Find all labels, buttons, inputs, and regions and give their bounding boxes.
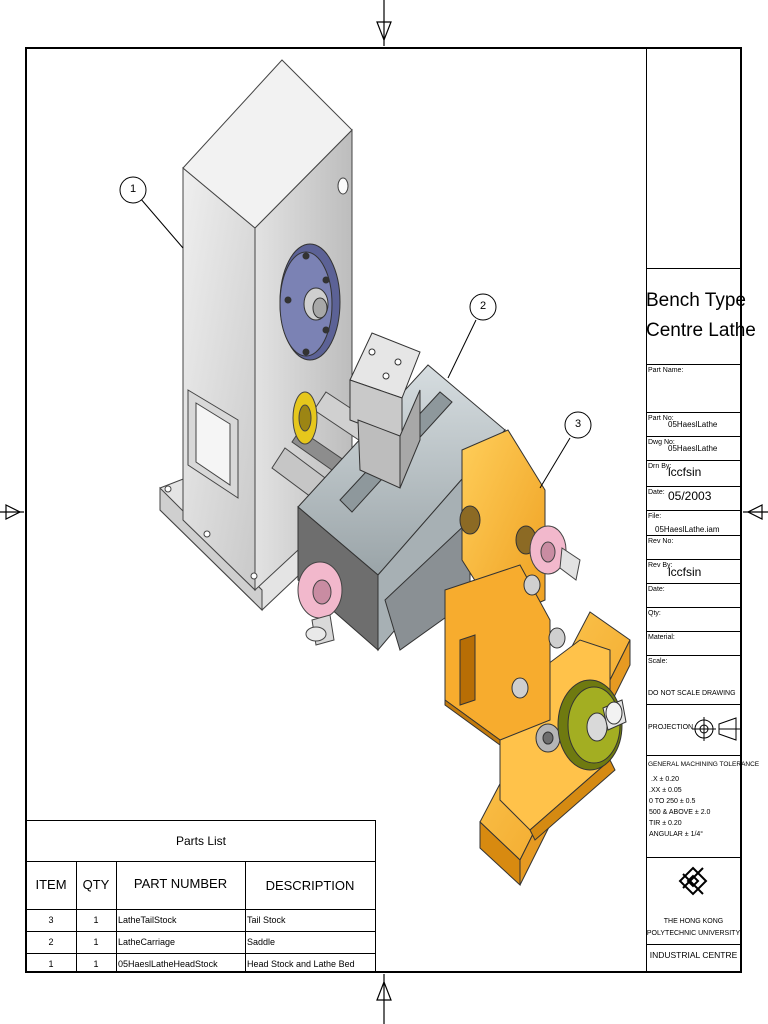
carriage-knob xyxy=(297,561,343,646)
balloon-2-number: 2 xyxy=(479,300,487,312)
row-part-number: 05HaeslLatheHeadStock xyxy=(118,959,218,969)
file-label: File: xyxy=(648,513,662,520)
row-item: 3 xyxy=(48,915,54,925)
tolerance-line: TIR ± 0.20 xyxy=(649,820,682,827)
balloon-3 xyxy=(539,411,592,489)
university-line2: POLYTECHNIC UNIVERSITY xyxy=(646,930,741,937)
rev-by-label: Rev By: xyxy=(648,562,673,569)
tolerance-line: .XX ± 0.05 xyxy=(649,787,682,794)
header-item: ITEM xyxy=(35,877,67,892)
row-description: Saddle xyxy=(247,937,276,947)
row-item: 2 xyxy=(48,937,54,947)
projection-label: PROJECTION xyxy=(648,724,694,731)
qty-label: Qty: xyxy=(648,610,661,617)
row-qty: 1 xyxy=(93,937,99,947)
rev-by-value: lccfsin xyxy=(668,565,702,579)
drn-by-label: Drn By: xyxy=(648,463,672,470)
row-item: 1 xyxy=(48,959,54,969)
balloon-1 xyxy=(119,176,184,249)
row-description: Head Stock and Lathe Bed xyxy=(247,959,355,969)
tolerance-line: 500 & ABOVE ± 2.0 xyxy=(649,809,711,816)
dwg-no-value: 05HaeslLathe xyxy=(668,444,718,453)
row-part-number: LatheTailStock xyxy=(118,915,177,925)
header-description: DESCRIPTION xyxy=(265,878,355,893)
date-value: 05/2003 xyxy=(668,489,712,503)
tailstock-bolts xyxy=(511,574,566,753)
part-name-label: Part Name: xyxy=(648,367,684,374)
university-line1: THE HONG KONG xyxy=(663,918,724,925)
faceplate xyxy=(279,243,341,361)
material-label: Material: xyxy=(648,634,675,641)
tolerance-line: ANGULAR ± 1/4° xyxy=(649,831,704,838)
row-part-number: LatheCarriage xyxy=(118,937,176,947)
industrial-centre: INDUSTRIAL CENTRE xyxy=(649,950,738,960)
date-label: Date: xyxy=(648,489,665,496)
centering-mark-right xyxy=(743,504,768,520)
drawing-frame xyxy=(25,47,742,973)
part-no-label: Part No: xyxy=(648,415,674,422)
balloon-1-number: 1 xyxy=(129,183,137,195)
tolerance-line: 0 TO 250 ± 0.5 xyxy=(649,798,696,805)
do-not-scale-note: DO NOT SCALE DRAWING xyxy=(648,690,736,697)
parts-list-title: Parts List xyxy=(175,834,226,848)
drawing-title-line1: Bench Type xyxy=(646,290,747,311)
row-description: Tail Stock xyxy=(247,915,286,925)
header-qty: QTY xyxy=(82,877,110,892)
scale-label: Scale: xyxy=(648,658,668,665)
part-no-value: 05HaeslLathe xyxy=(668,420,718,429)
date2-label: Date: xyxy=(648,586,665,593)
drawing-title-line2: Centre Lathe xyxy=(646,320,756,341)
tolerance-title: GENERAL MACHINING TOLERANCE xyxy=(648,761,760,768)
centering-mark-top xyxy=(376,0,392,46)
dwg-no-label: Dwg No: xyxy=(648,439,675,446)
row-qty: 1 xyxy=(93,915,99,925)
rev-no-label: Rev No: xyxy=(648,538,674,545)
tailstock-knob xyxy=(529,525,581,581)
file-value: 05HaeslLathe.iam xyxy=(655,525,720,534)
centering-mark-left xyxy=(0,504,24,520)
row-qty: 1 xyxy=(93,959,99,969)
tailstock-handwheel xyxy=(557,679,627,771)
drn-by-value: lccfsin xyxy=(668,465,702,479)
header-part-number: PART NUMBER xyxy=(133,876,228,891)
balloon-3-number: 3 xyxy=(574,418,582,430)
balloon-2 xyxy=(447,293,497,379)
centering-mark-bottom xyxy=(376,974,392,1024)
tolerance-line: .X ± 0.20 xyxy=(651,776,679,783)
